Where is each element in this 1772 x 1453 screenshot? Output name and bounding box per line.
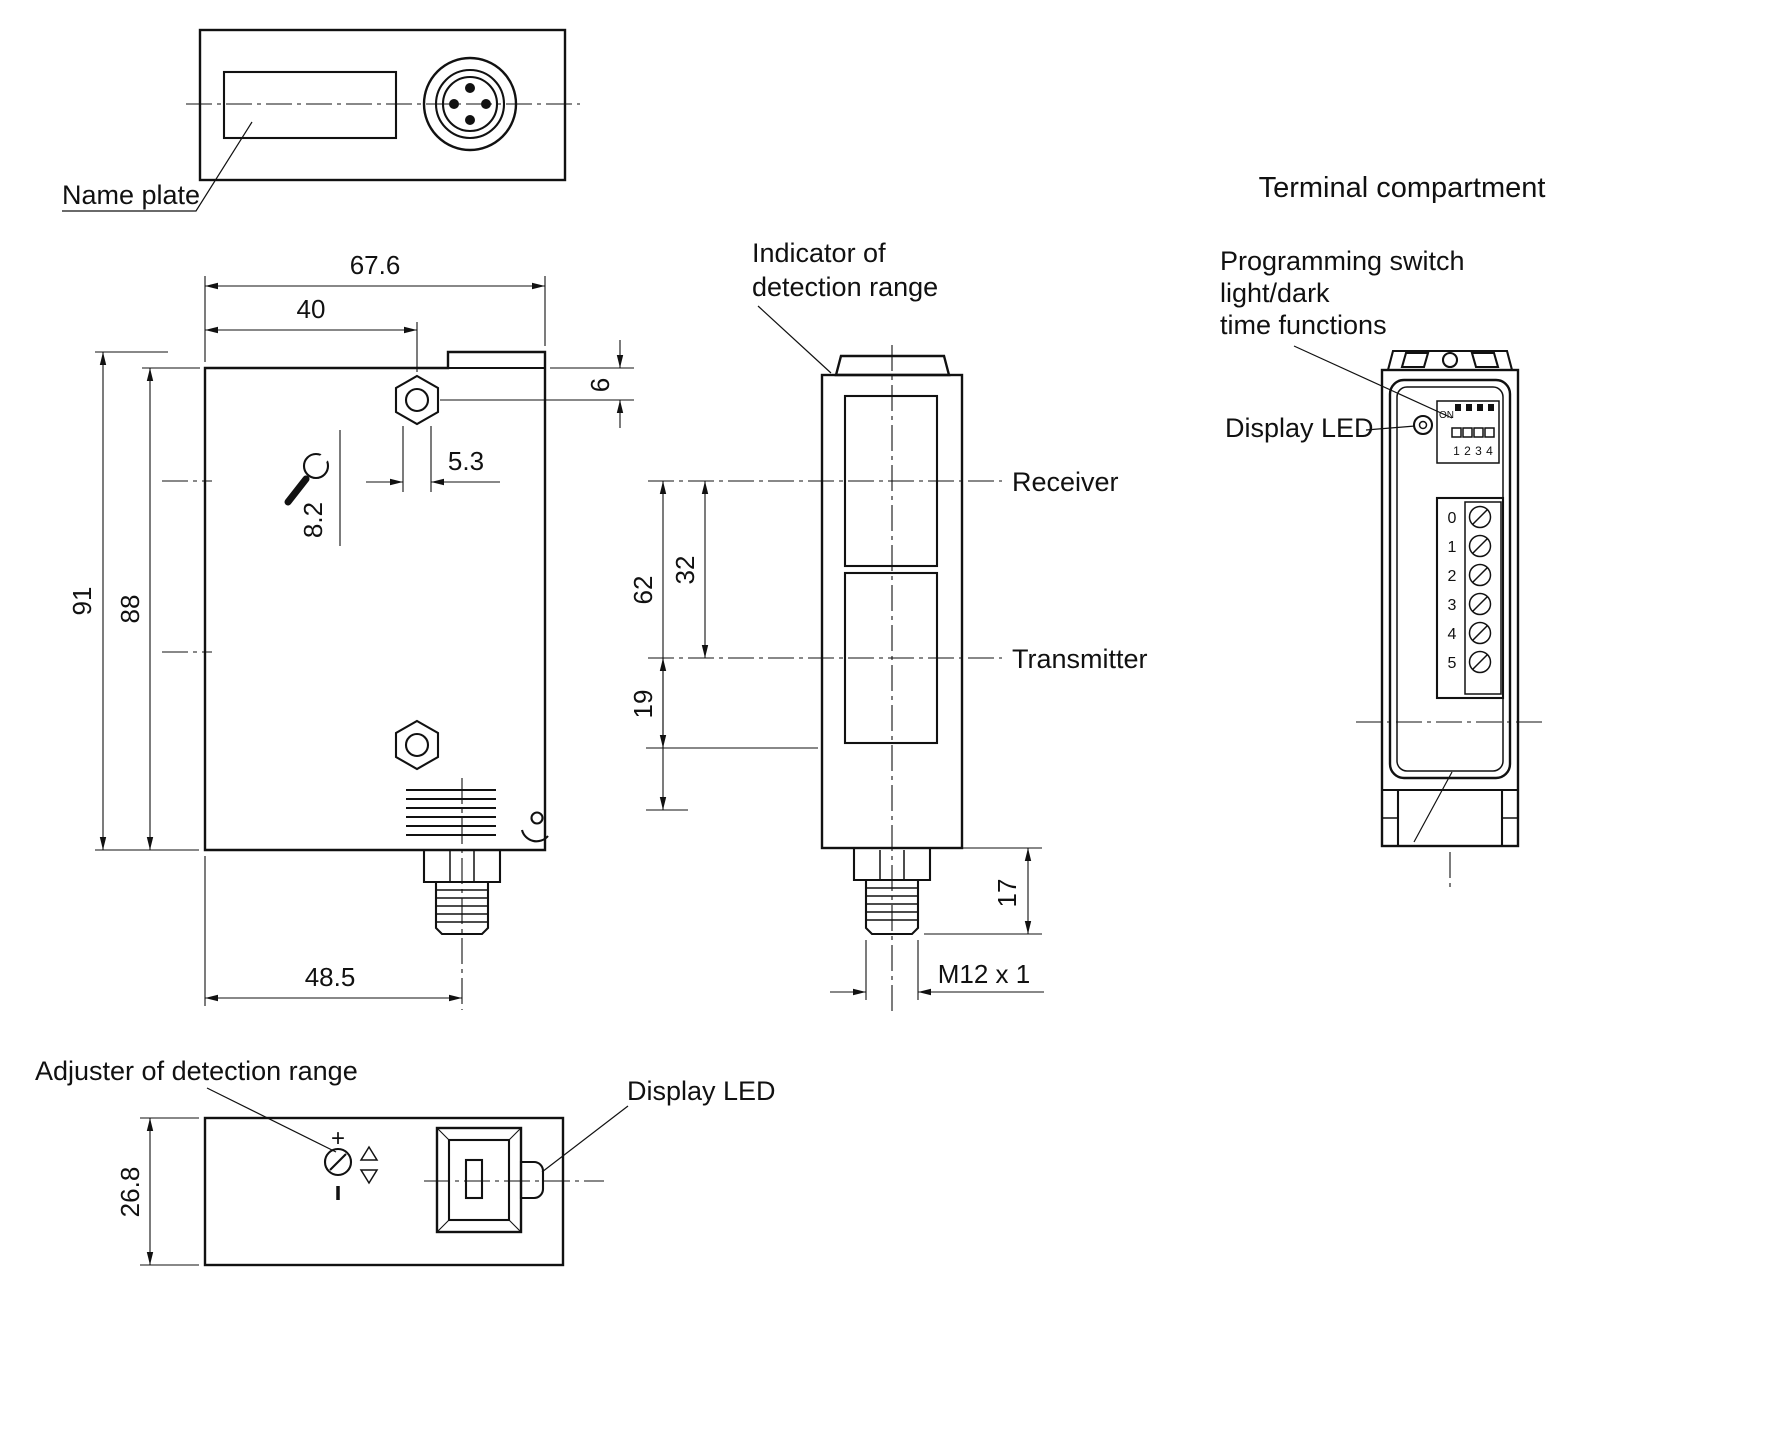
top-view: Name plate	[62, 28, 580, 212]
terminal-number-3: 3	[1448, 597, 1457, 614]
indicator-label-line1: Indicator of	[752, 238, 886, 268]
adjuster-label: Adjuster of detection range	[35, 1056, 358, 1086]
cap-tab-left	[1400, 351, 1430, 369]
display-led-label-bottom: Display LED	[627, 1076, 776, 1106]
indicator-label-line2: detection range	[752, 272, 938, 302]
terminal-number-4: 4	[1448, 626, 1457, 643]
programming-leader	[1293, 345, 1453, 419]
programming-label-line1: Programming switch	[1220, 246, 1465, 276]
cable-entry	[1382, 771, 1518, 846]
dim-connector-length: 17	[992, 879, 1022, 908]
dim-height-body: 88	[115, 595, 145, 624]
name-plate	[222, 70, 398, 140]
programming-label-line3: time functions	[1220, 310, 1387, 340]
display-led	[1412, 414, 1434, 436]
terminal-cap	[1386, 349, 1514, 372]
dim-top-to-hole: 6	[585, 378, 615, 392]
thread-label: M12 x 1	[938, 959, 1031, 989]
dim-connector-offset: 48.5	[305, 962, 356, 992]
terminal-compartment-title: Terminal compartment	[1259, 172, 1546, 204]
dip-number-2: 2	[1464, 444, 1471, 458]
terminal-number-0: 0	[1448, 510, 1457, 527]
dip-number-1: 1	[1453, 444, 1460, 458]
dim-hole-slot: 5.3	[448, 446, 484, 476]
mounting-hole-bottom	[394, 719, 440, 771]
cap-screw	[1441, 351, 1459, 369]
side-view: 8.2 67.6 40 6 5.3 91 88 48.5	[67, 250, 634, 1010]
side-view-body	[203, 350, 547, 852]
dim-height-overall: 91	[67, 587, 97, 616]
dip-number-4: 4	[1486, 444, 1493, 458]
terminal-number-5: 5	[1448, 655, 1457, 672]
mounting-hole-top	[394, 374, 440, 426]
terminal-number-1: 1	[1448, 539, 1457, 556]
bottom-view-body	[203, 1116, 565, 1267]
dim-wrench-size: 8.2	[298, 502, 328, 538]
bottom-view: Adjuster of detection range Display LED …	[35, 1056, 776, 1267]
adjuster-screw: +	[323, 1125, 379, 1200]
dim-receiver-axis: 62	[628, 576, 658, 605]
plus-mark: +	[331, 1125, 345, 1152]
dim-hole-offset: 40	[297, 294, 326, 324]
indicator-leader	[757, 305, 832, 374]
dim-width: 67.6	[350, 250, 401, 280]
vent-slats	[406, 788, 496, 837]
transmitter-label: Transmitter	[1012, 644, 1148, 674]
dim-bottom-height: 26.8	[115, 1167, 145, 1218]
front-view: Indicator of detection range Receiver Tr…	[628, 238, 1148, 1012]
top-view-body	[198, 28, 567, 182]
dip-switch-block: ON 1 2 3 4	[1412, 400, 1500, 464]
terminal-view: Terminal compartment Programming switch …	[1220, 172, 1545, 888]
compartment-frame-outer	[1388, 378, 1512, 780]
dim-axis-gap: 32	[670, 556, 700, 585]
cap-tab-right	[1470, 351, 1500, 369]
display-led-leader-bottom	[541, 1105, 629, 1173]
led-window	[435, 1126, 523, 1234]
terminal-number-2: 2	[1448, 568, 1457, 585]
mounting-hook-detail	[520, 811, 549, 843]
programming-label-line2: light/dark	[1220, 278, 1330, 308]
wrench-icon	[284, 445, 337, 506]
terminal-screws	[1468, 505, 1492, 674]
name-plate-leader	[62, 121, 253, 212]
down-triangle-icon	[359, 1169, 379, 1185]
name-plate-label: Name plate	[62, 180, 200, 210]
led-side-tab	[519, 1160, 545, 1200]
receiver-label: Receiver	[1012, 467, 1119, 497]
display-led-label-right: Display LED	[1225, 413, 1374, 443]
dim-transmitter-axis: 19	[628, 690, 658, 719]
led-lens	[464, 1158, 484, 1200]
adjuster-leader	[206, 1087, 337, 1153]
up-triangle-icon	[359, 1145, 379, 1161]
dip-on-label: ON	[1439, 410, 1454, 421]
dip-number-3: 3	[1475, 444, 1482, 458]
terminal-block: 0 1 2 3 4 5	[1435, 496, 1505, 700]
